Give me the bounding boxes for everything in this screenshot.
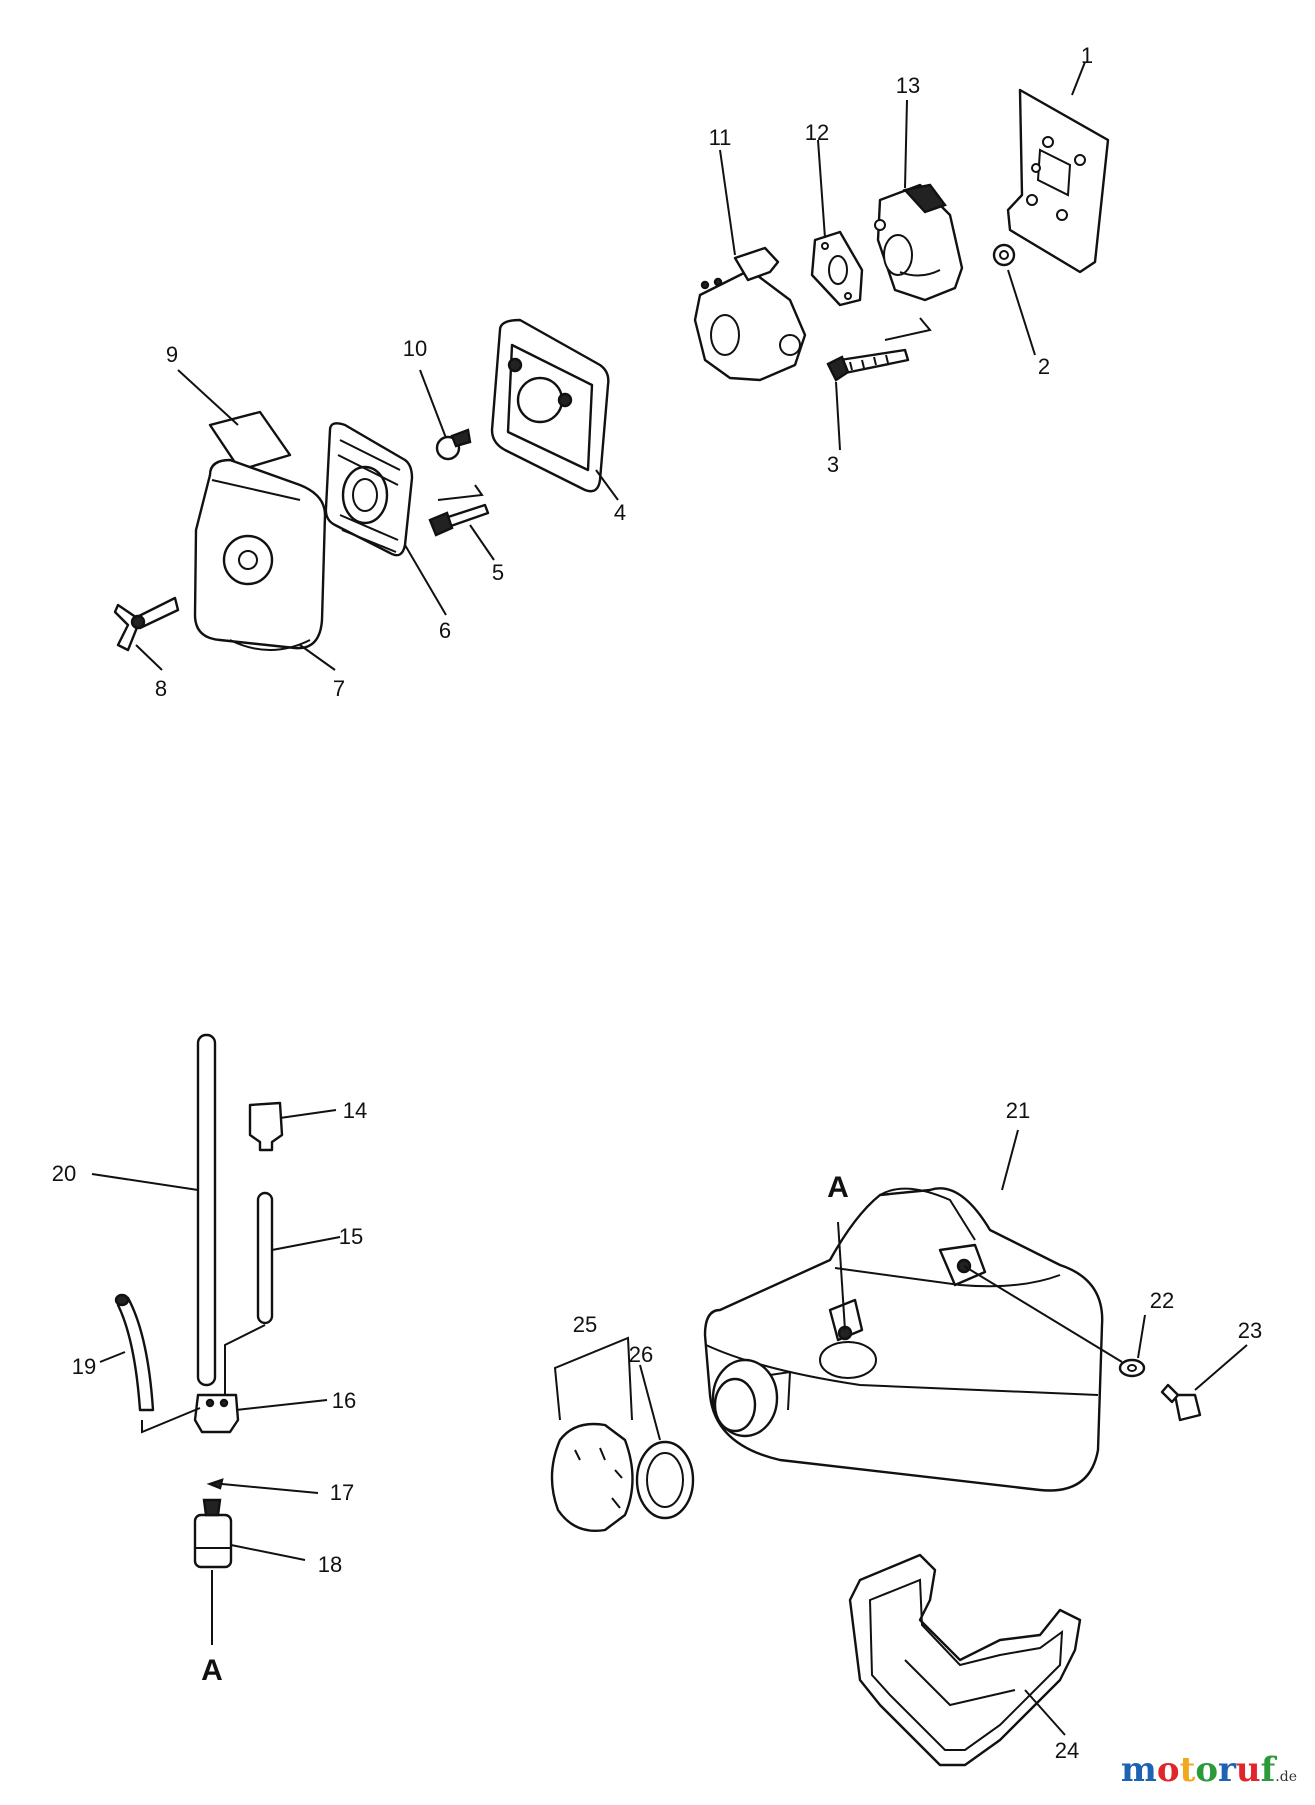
logo-suffix: .de <box>1275 1769 1297 1785</box>
part-26-gasket <box>635 1440 695 1520</box>
part-2-nut <box>992 243 1016 267</box>
part-15-return-line <box>256 1191 274 1325</box>
part-4-filter-base <box>490 318 610 493</box>
leader-22-guide <box>963 1265 1123 1363</box>
leader-6 <box>404 544 447 616</box>
part-24-tank-guard <box>848 1553 1082 1767</box>
callout-11: 11 <box>709 125 732 150</box>
logo-letter: u <box>1235 1750 1261 1790</box>
leader-9 <box>177 369 239 426</box>
leader-5 <box>469 524 495 561</box>
callout-21: 21 <box>1006 1098 1030 1123</box>
logo-letter: o <box>1195 1750 1218 1790</box>
logo-letter: t <box>1179 1750 1196 1790</box>
part-7-cover <box>193 458 327 651</box>
callout-23: 23 <box>1238 1318 1262 1343</box>
callout-26: 26 <box>629 1342 653 1367</box>
leader-22 <box>1137 1314 1146 1359</box>
part-3-bolt <box>826 348 910 382</box>
leader-3 <box>835 381 841 451</box>
part-19-hose <box>114 1293 155 1412</box>
part-17-clip <box>206 1478 224 1490</box>
leader-10 <box>419 369 447 439</box>
callout-16: 16 <box>332 1388 356 1413</box>
part-11-carburetor <box>693 246 807 382</box>
callout-14: 14 <box>343 1098 367 1123</box>
part-5-bolt <box>428 503 490 537</box>
callout-19: 19 <box>72 1354 96 1379</box>
leader-16 <box>235 1399 328 1411</box>
logo-letter: r <box>1218 1750 1236 1790</box>
part-23-bolt <box>1160 1383 1202 1422</box>
leader-3-guide <box>884 317 932 341</box>
callout-17: 17 <box>330 1480 354 1505</box>
part-14-cap <box>248 1101 284 1152</box>
part-1-gasket <box>1006 88 1110 274</box>
leader-17 <box>221 1483 319 1494</box>
callout-24: 24 <box>1055 1738 1079 1763</box>
leader-26 <box>639 1364 661 1441</box>
leader-8 <box>135 644 163 671</box>
callout-3: 3 <box>827 452 839 477</box>
callout-labels: 1 2 3 4 5 6 7 8 9 10 11 12 13 14 15 16 1… <box>52 43 1262 1763</box>
leader-19-guide <box>141 1407 201 1434</box>
leader-14 <box>279 1109 337 1119</box>
part-18-fuel-filter <box>193 1498 233 1569</box>
leader-12 <box>817 139 826 239</box>
part-9-pad <box>208 410 292 472</box>
callout-13: 13 <box>896 73 920 98</box>
leader-13 <box>904 99 908 189</box>
leader-11 <box>719 149 736 256</box>
part-10-screw <box>435 428 472 461</box>
leader-24 <box>1024 1689 1066 1736</box>
callout-1: 1 <box>1081 43 1093 68</box>
leader-1 <box>1071 61 1086 96</box>
leader-25-bracket <box>553 1336 633 1421</box>
part-13-adapter <box>874 183 964 302</box>
callout-15: 15 <box>339 1224 363 1249</box>
leader-20 <box>91 1173 199 1191</box>
part-8-wing-nut <box>113 596 180 652</box>
callout-7: 7 <box>333 676 345 701</box>
leader-4 <box>595 469 619 501</box>
logo-letter: m <box>1120 1750 1157 1790</box>
leader-23 <box>1194 1344 1248 1391</box>
leader-18 <box>230 1544 306 1561</box>
leader-21 <box>1001 1129 1019 1191</box>
leader-a-upper <box>837 1221 846 1331</box>
callout-6: 6 <box>439 618 451 643</box>
part-21-fuel-tank <box>703 1187 1104 1492</box>
leader-15-guide <box>224 1324 266 1395</box>
ref-mark-a-filter: A <box>201 1654 223 1687</box>
callout-12: 12 <box>805 120 829 145</box>
leader-2 <box>1007 269 1036 356</box>
leader-19 <box>99 1351 126 1363</box>
part-12-gasket <box>810 230 864 307</box>
part-22-washer <box>1118 1358 1146 1378</box>
callout-10: 10 <box>403 336 427 361</box>
logo-letter: f <box>1260 1750 1276 1790</box>
part-25-fuel-cap <box>550 1422 634 1532</box>
part-20-fuel-line <box>196 1033 217 1387</box>
part-16-grommet <box>193 1393 240 1434</box>
callout-9: 9 <box>166 342 178 367</box>
callout-2: 2 <box>1038 354 1050 379</box>
part-6-filter-element <box>324 422 414 557</box>
callout-22: 22 <box>1150 1288 1174 1313</box>
callout-25: 25 <box>573 1312 597 1337</box>
leader-5-guide <box>437 484 484 501</box>
callout-5: 5 <box>492 560 504 585</box>
leader-7 <box>299 644 336 671</box>
callout-8: 8 <box>155 676 167 701</box>
leader-15 <box>271 1236 341 1251</box>
callout-4: 4 <box>614 500 626 525</box>
ref-mark-a-tank: A <box>827 1171 849 1204</box>
logo-letter: o <box>1156 1750 1180 1790</box>
callout-18: 18 <box>318 1552 342 1577</box>
callout-20: 20 <box>52 1161 76 1186</box>
motoruf-logo: motoruf.de <box>1121 1750 1297 1790</box>
